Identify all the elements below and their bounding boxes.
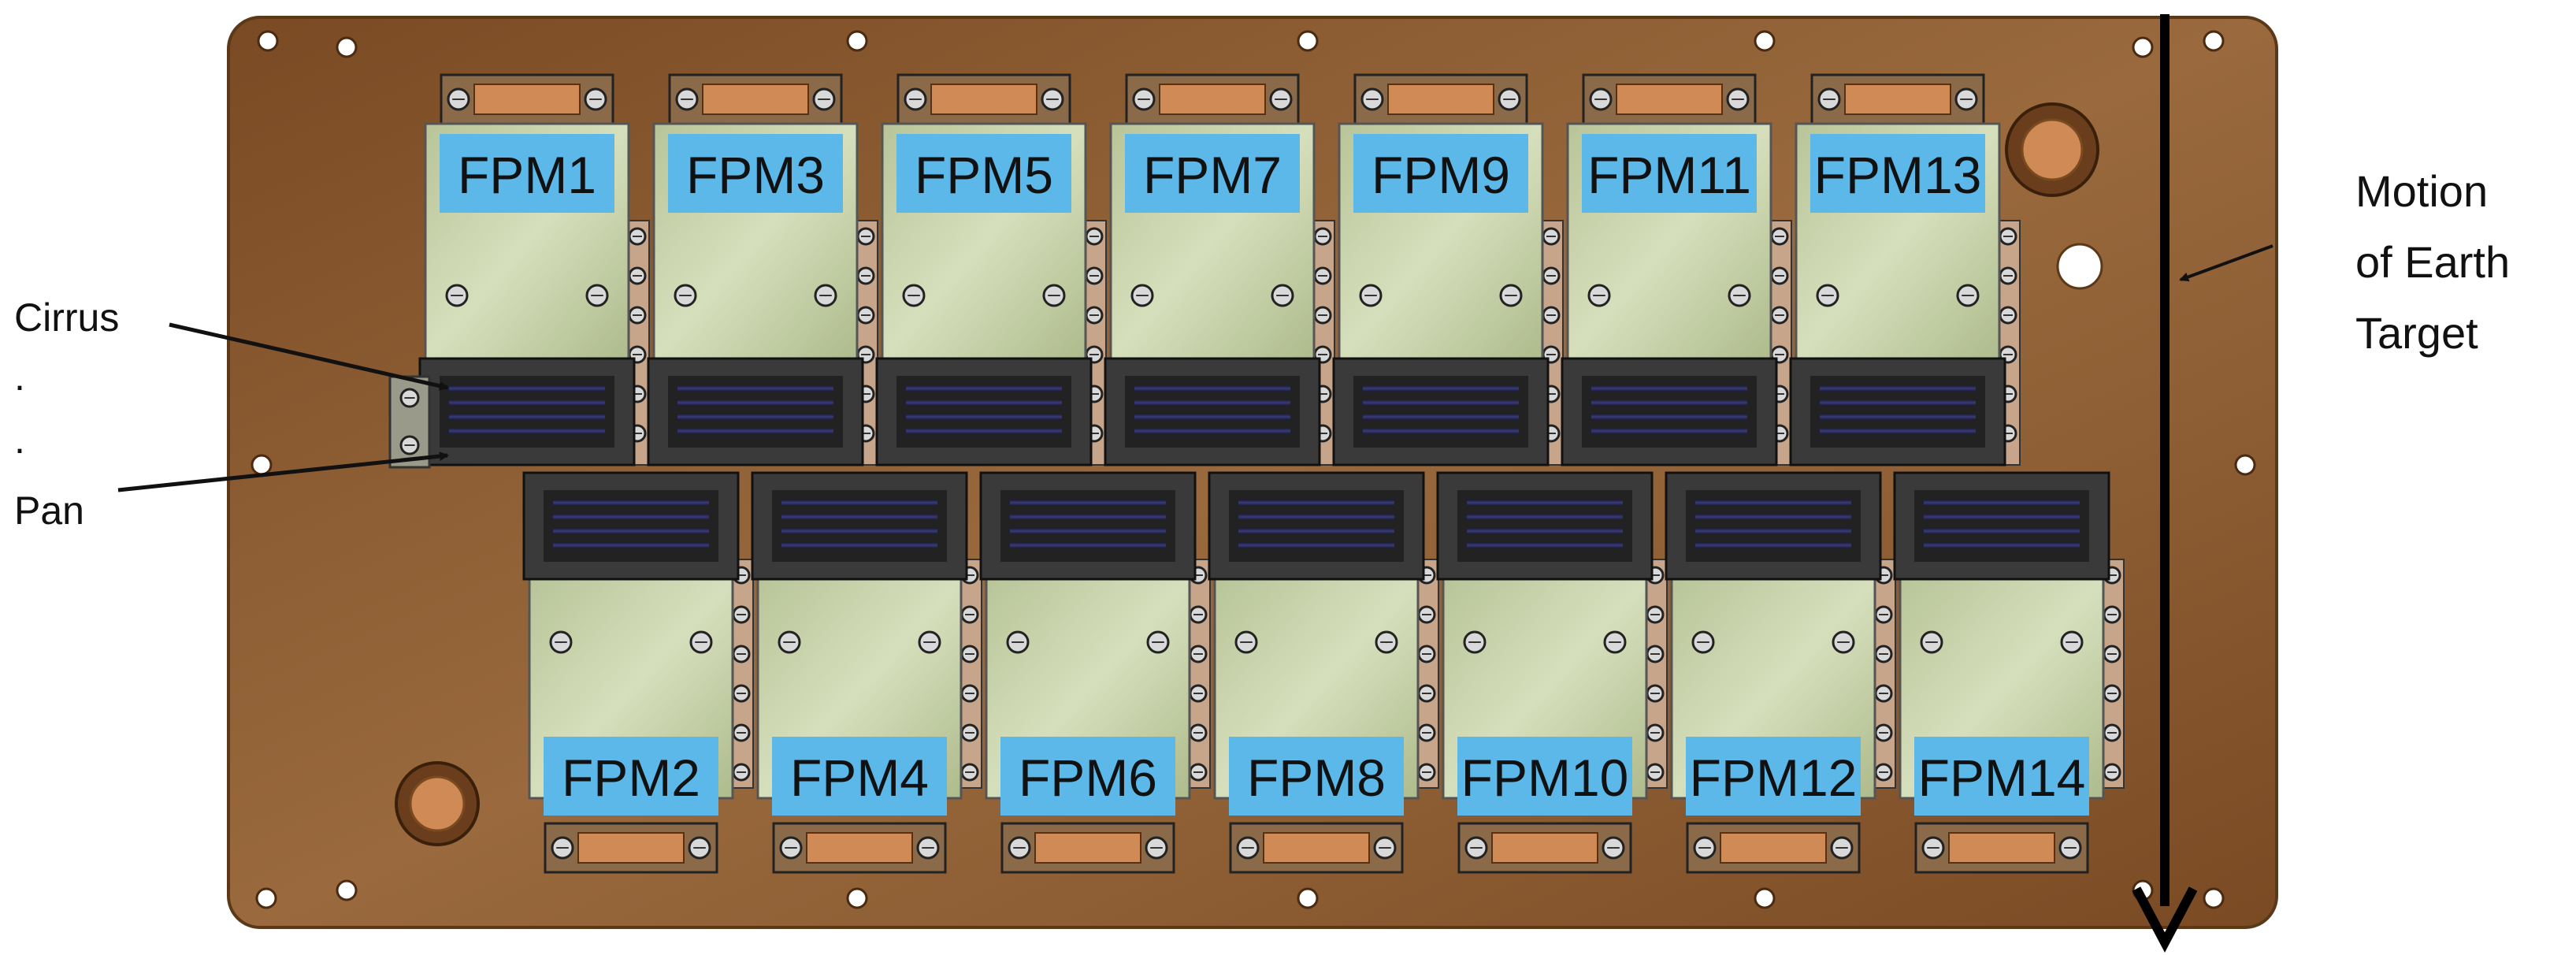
mount-hole	[2132, 36, 2154, 58]
mount-hole	[2234, 454, 2256, 476]
motion-label-line-1: Motion	[2355, 166, 2488, 216]
mount-hole	[2203, 30, 2225, 52]
module-label: FPM14	[1918, 749, 2086, 807]
focal-plane-module: FPM9	[1332, 73, 1564, 466]
focal-plane-module: FPM7	[1104, 73, 1335, 466]
module-label: FPM2	[562, 749, 700, 807]
bottom-module-row: FPM2 FPM4 FPM6 FPM8 FPM10 FPM12 FPM14	[522, 471, 2125, 874]
focal-plane-module: FPM13	[1789, 73, 2021, 466]
mount-hole	[257, 30, 279, 52]
mount-hole	[336, 36, 358, 58]
focal-plane-module: FPM5	[875, 73, 1107, 466]
pan-arrow	[117, 451, 449, 492]
dot-label-2: .	[14, 418, 25, 462]
module-label: FPM9	[1372, 146, 1510, 204]
copper-pad-top-right	[2005, 102, 2099, 197]
module-label-background	[1000, 737, 1175, 816]
module-label-background	[440, 134, 614, 213]
mount-hole	[2203, 887, 2225, 909]
focal-plane-module: FPM6	[979, 471, 1211, 874]
focal-plane-module: FPM8	[1208, 471, 1439, 874]
cirrus-label: Cirrus	[14, 295, 119, 340]
motion-arrow	[2132, 14, 2198, 953]
module-label-background	[772, 737, 947, 816]
module-label-background	[1457, 737, 1632, 816]
focal-plane-module: FPM12	[1665, 471, 1896, 874]
mount-hole	[336, 879, 358, 901]
module-label-background	[896, 134, 1071, 213]
module-label: FPM12	[1690, 749, 1858, 807]
mount-hole	[846, 887, 868, 909]
module-label: FPM10	[1461, 749, 1629, 807]
cirrus-arrow	[169, 322, 449, 391]
module-label: FPM6	[1019, 749, 1157, 807]
mount-hole	[251, 454, 273, 476]
mount-hole	[1297, 30, 1319, 52]
module-label: FPM5	[915, 146, 1053, 204]
module-label-background	[1686, 737, 1861, 816]
focal-plane-module: FPM3	[647, 73, 878, 466]
focal-plane-module: FPM14	[1893, 471, 2125, 874]
motion-label-line-3: Target	[2355, 308, 2478, 358]
mount-hole	[1297, 887, 1319, 909]
focal-plane-module: FPM10	[1436, 471, 1668, 874]
module-label: FPM11	[1587, 146, 1751, 204]
dot-label-1: .	[14, 355, 25, 399]
pan-label: Pan	[14, 489, 84, 533]
mount-hole	[846, 30, 868, 52]
module-label-background	[1353, 134, 1528, 213]
module-label: FPM7	[1143, 146, 1282, 204]
copper-pad-bottom-left	[395, 761, 480, 846]
module-label: FPM4	[790, 749, 929, 807]
top-module-row: FPM1 FPM3 FPM5 FPM7 FPM9 FPM11 FPM13	[388, 73, 2021, 469]
module-label-background	[1229, 737, 1404, 816]
module-label-background	[1810, 134, 1985, 213]
module-label: FPM8	[1247, 749, 1386, 807]
module-label-background	[1582, 134, 1757, 213]
mount-hole	[1754, 30, 1776, 52]
module-label: FPM13	[1814, 146, 1982, 204]
focal-plane-module: FPM4	[751, 471, 982, 874]
focal-plane-module: FPM2	[522, 471, 754, 874]
plate-hole-right	[2056, 243, 2103, 290]
motion-label-line-2: of Earth	[2355, 237, 2510, 287]
module-label: FPM1	[458, 146, 596, 204]
module-label: FPM3	[686, 146, 825, 204]
focal-plane-module: FPM1	[418, 73, 650, 466]
motion-label-pointer	[2179, 244, 2273, 282]
focal-plane-module: FPM11	[1561, 73, 1792, 466]
module-label-background	[668, 134, 843, 213]
module-label-background	[544, 737, 718, 816]
mounting-holes	[251, 30, 2256, 909]
module-label-background	[1125, 134, 1300, 213]
mount-hole	[1754, 887, 1776, 909]
module-label-background	[1914, 737, 2089, 816]
mount-hole	[255, 887, 277, 909]
